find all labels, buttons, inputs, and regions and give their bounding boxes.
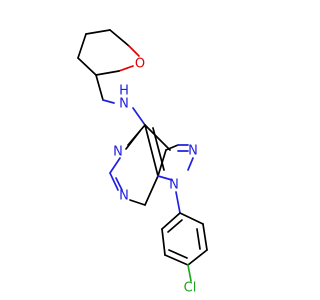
bond-pz-6 bbox=[157, 175, 173, 181]
bond-pm-2 bbox=[109, 157, 121, 174]
atom-amine-nitrogen: N bbox=[119, 97, 129, 112]
bond-pm-3b bbox=[115, 177, 123, 191]
bond-pm-4 bbox=[129, 199, 146, 206]
bond-pm-1b bbox=[125, 130, 141, 150]
bond-thf-2 bbox=[109, 29, 130, 47]
bond-pm-5 bbox=[144, 175, 159, 206]
bond-c-cl bbox=[187, 264, 192, 282]
bond-thf-o2 bbox=[118, 65, 134, 72]
bond-thf-o1 bbox=[128, 45, 140, 57]
bond-ph-4 bbox=[164, 254, 189, 266]
bond-ch2-nh bbox=[102, 99, 115, 104]
bond-n1-ph bbox=[175, 191, 181, 214]
bond-pm-6 bbox=[144, 124, 159, 177]
bonds bbox=[77, 29, 208, 282]
bond-pz-3 bbox=[165, 144, 179, 151]
bond-nh-c4 bbox=[132, 107, 146, 126]
bond-thf-5 bbox=[95, 70, 120, 76]
bond-thf-3 bbox=[77, 33, 87, 59]
bond-pm-3 bbox=[109, 172, 119, 191]
atom-pyrimidine-nitrogen-1: N bbox=[113, 145, 123, 160]
atom-oxygen: O bbox=[135, 57, 145, 72]
bond-ph-2b bbox=[196, 228, 201, 250]
bond-ph-6b bbox=[167, 219, 183, 233]
atom-labels: O N H N N N N Cl bbox=[113, 57, 198, 296]
bond-ph-1 bbox=[179, 212, 204, 225]
bond-pz-1 bbox=[157, 149, 167, 177]
bond-ph-2 bbox=[202, 223, 208, 251]
molecule-structure: O N H N N N N Cl bbox=[77, 29, 208, 296]
bond-ph-5 bbox=[161, 228, 166, 256]
bond-pz-2 bbox=[144, 124, 171, 151]
atom-amine-hydrogen: H bbox=[119, 84, 129, 99]
bond-ph-3 bbox=[187, 249, 208, 266]
atom-pyrazole-nitrogen: N bbox=[188, 144, 198, 159]
atom-pyrimidine-nitrogen-2: N bbox=[119, 189, 129, 204]
atom-n1-nitrogen: N bbox=[169, 178, 179, 193]
bond-ph-4b bbox=[168, 249, 188, 259]
atom-chlorine: Cl bbox=[184, 281, 197, 296]
bond-ch2-1 bbox=[95, 74, 104, 101]
bond-ph-6 bbox=[161, 212, 181, 230]
bond-pz-5 bbox=[187, 157, 194, 171]
bond-thf-4 bbox=[77, 57, 97, 76]
bond-thf-1 bbox=[85, 29, 111, 35]
